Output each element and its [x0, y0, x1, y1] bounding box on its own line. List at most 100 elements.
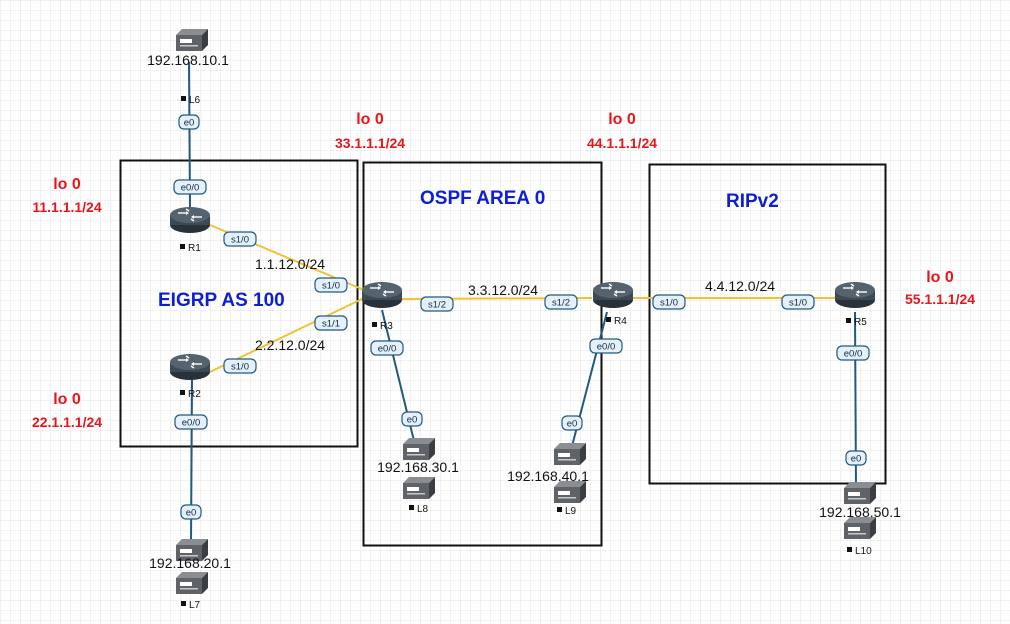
r3-s1-0-badge[interactable]: s1/0 — [314, 277, 348, 293]
ospf-area-label: OSPF AREA 0 — [420, 188, 545, 209]
l6-e0-badge[interactable]: e0 — [178, 114, 200, 130]
host-l8[interactable]: 192.168.30.1 L8 — [377, 438, 459, 515]
host-l10[interactable]: 192.168.50.1 L10 — [819, 482, 901, 557]
router-r2-name: R2 — [188, 389, 201, 400]
router-r4[interactable]: R4 — [592, 281, 634, 327]
r5-s1-0-badge[interactable]: s1/0 — [781, 294, 815, 310]
host-l6-name: L6 — [189, 95, 201, 106]
host-l7-name: L7 — [189, 600, 201, 611]
l9-e0-badge[interactable]: e0 — [561, 415, 583, 431]
r5-s1-0-label: s1/0 — [789, 298, 807, 309]
l8-e0-badge[interactable]: e0 — [401, 411, 423, 427]
r1-s1-0-badge[interactable]: s1/0 — [223, 231, 257, 247]
server-icon — [403, 477, 435, 499]
host-l9-ip: 192.168.40.1 — [507, 468, 589, 484]
eigrp-area-label: EIGRP AS 100 — [158, 290, 285, 311]
l7-e0-label: e0 — [186, 508, 197, 519]
l7-e0-badge[interactable]: e0 — [180, 504, 202, 520]
r3-e0-0-label: e0/0 — [378, 344, 397, 355]
r3-s1-1-label: s1/1 — [322, 319, 340, 330]
router-r3[interactable]: R3 — [361, 281, 403, 332]
r4-loopback-ip: 44.1.1.1/24 — [587, 135, 657, 151]
host-l8-ip: 192.168.30.1 — [377, 459, 459, 475]
router-icon — [169, 353, 211, 381]
rip-area-boundary — [648, 163, 887, 485]
router-icon — [834, 281, 876, 309]
r5-e0-0-badge[interactable]: e0/0 — [836, 345, 870, 361]
r1-s1-0-label: s1/0 — [231, 235, 249, 246]
node-status-square-icon — [846, 318, 851, 323]
r2-e0-0-label: e0/0 — [182, 418, 201, 429]
server-icon — [844, 517, 876, 539]
l10-e0-label: e0 — [851, 454, 862, 465]
r4-e0-0-badge[interactable]: e0/0 — [589, 338, 623, 354]
host-l7[interactable]: 192.168.20.1 L7 — [149, 539, 231, 611]
node-status-square-icon — [847, 547, 852, 552]
r4-s1-2-label: s1/2 — [552, 298, 570, 309]
server-icon — [554, 443, 586, 465]
host-l9[interactable]: 192.168.40.1 L9 — [507, 443, 589, 517]
node-status-square-icon — [180, 390, 185, 395]
subnet-label-r4-r5: 4.4.12.0/24 — [705, 278, 775, 294]
subnet-label-r3-r4: 3.3.12.0/24 — [468, 282, 538, 298]
r5-e0-0-label: e0/0 — [844, 349, 863, 360]
r3-s1-0-label: s1/0 — [322, 281, 340, 292]
node-status-square-icon — [557, 507, 562, 512]
r4-e0-0-label: e0/0 — [597, 342, 616, 353]
rip-area-label: RIPv2 — [726, 191, 779, 212]
host-l6[interactable]: 192.168.10.1 L6 — [147, 29, 229, 106]
r2-s1-0-badge[interactable]: s1/0 — [223, 358, 257, 374]
router-r2[interactable]: R2 — [169, 353, 211, 400]
l8-e0-label: e0 — [407, 415, 418, 426]
subnet-label-r1-r3: 1.1.12.0/24 — [255, 256, 325, 272]
link-r2-l7[interactable] — [190, 379, 193, 546]
subnet-label-r2-r3: 2.2.12.0/24 — [255, 337, 325, 353]
node-status-square-icon — [181, 601, 186, 606]
node-status-square-icon — [181, 96, 186, 101]
host-l7-ip: 192.168.20.1 — [149, 555, 231, 571]
r2-loopback-name: lo 0 — [53, 391, 81, 408]
r1-e0-0-badge[interactable]: e0/0 — [173, 179, 207, 195]
server-icon — [176, 29, 208, 51]
r4-loopback-name: lo 0 — [608, 111, 636, 128]
node-status-square-icon — [372, 322, 377, 327]
router-r1-name: R1 — [188, 243, 201, 254]
r3-loopback-name: lo 0 — [356, 111, 384, 128]
r2-s1-0-label: s1/0 — [231, 362, 249, 373]
r5-loopback-name: lo 0 — [926, 269, 954, 286]
router-icon — [592, 281, 634, 309]
host-l10-ip: 192.168.50.1 — [819, 504, 901, 520]
r4-s1-2-badge[interactable]: s1/2 — [544, 294, 578, 310]
router-r5[interactable]: R5 — [834, 281, 876, 328]
node-status-square-icon — [606, 317, 611, 322]
router-r1[interactable]: R1 — [169, 206, 211, 254]
host-l6-ip: 192.168.10.1 — [147, 52, 229, 68]
r3-s1-2-badge[interactable]: s1/2 — [420, 296, 454, 312]
eigrp-area-boundary — [119, 159, 359, 448]
router-icon — [169, 206, 211, 234]
host-l10-name: L10 — [855, 546, 872, 557]
l10-e0-badge[interactable]: e0 — [845, 450, 867, 466]
r1-e0-0-label: e0/0 — [181, 183, 200, 194]
r1-loopback-ip: 11.1.1.1/24 — [32, 199, 102, 215]
server-icon — [844, 482, 876, 504]
r2-e0-0-badge[interactable]: e0/0 — [174, 414, 208, 430]
r3-loopback-ip: 33.1.1.1/24 — [335, 135, 405, 151]
server-icon — [554, 481, 586, 503]
router-icon — [361, 281, 403, 309]
host-l8-name: L8 — [417, 504, 429, 515]
r3-s1-1-badge[interactable]: s1/1 — [314, 315, 348, 331]
node-status-square-icon — [409, 505, 414, 510]
router-r5-name: R5 — [854, 317, 867, 328]
r2-loopback-ip: 22.1.1.1/24 — [32, 414, 102, 430]
ospf-area-boundary — [362, 161, 603, 547]
r4-s1-0-badge[interactable]: s1/0 — [652, 294, 686, 310]
l9-e0-label: e0 — [567, 419, 578, 430]
r3-e0-0-badge[interactable]: e0/0 — [370, 340, 404, 356]
host-l9-name: L9 — [565, 506, 577, 517]
node-status-square-icon — [180, 244, 185, 249]
router-r3-name: R3 — [380, 321, 393, 332]
l6-e0-label: e0 — [184, 118, 195, 129]
